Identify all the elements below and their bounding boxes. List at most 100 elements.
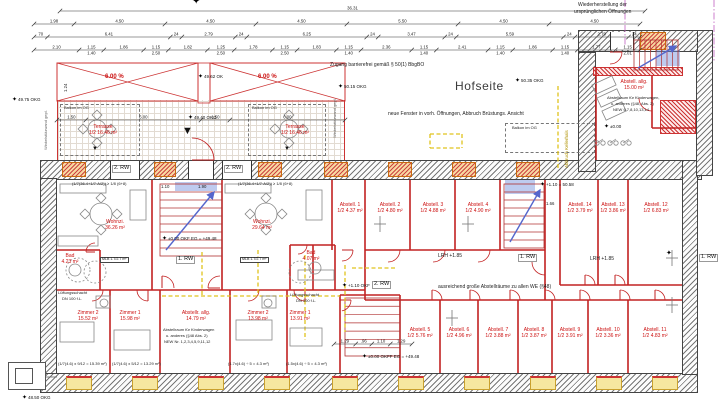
room-area: 1/2 4.96 m² <box>446 333 472 339</box>
svg-text:1.15: 1.15 <box>87 45 96 50</box>
svg-text:3.47: 3.47 <box>407 32 416 37</box>
svg-text:36.31: 36.31 <box>347 6 358 11</box>
svg-text:1.40: 1.40 <box>561 51 570 56</box>
room-area: 1/2 16.46 m² <box>280 130 310 136</box>
annotation-text: Winkelstützwand gepl. <box>332 98 337 138</box>
svg-text:1.82: 1.82 <box>184 45 193 50</box>
level-marker: ✦49.40 OKG <box>188 115 217 121</box>
annotation-text: 1. RW <box>699 254 719 262</box>
annotation-text: 1. RW <box>176 256 196 264</box>
annotation-text: ✦ <box>192 0 201 7</box>
wall-opening <box>188 161 214 179</box>
svg-text:1.15: 1.15 <box>420 45 429 50</box>
svg-text:2.50: 2.50 <box>217 51 226 56</box>
room-name: Zimmer 2 <box>77 310 99 316</box>
window-opening <box>154 162 176 177</box>
light-shaft-inner <box>15 368 33 384</box>
svg-text:2.50: 2.50 <box>281 51 290 56</box>
room-area: 1/2 3.86 m² <box>600 208 626 214</box>
level-value: 50.35 OKG <box>521 78 544 83</box>
svg-text:1.29: 1.29 <box>397 339 406 344</box>
room-label: Wohnzi.36.26 m² <box>105 219 125 231</box>
room-area: 15.52 m² <box>78 316 98 322</box>
svg-text:70: 70 <box>38 32 43 37</box>
level-marker-icon: ✦ <box>12 97 18 103</box>
level-marker: ✦49.75 OKG <box>12 97 41 103</box>
annotation-text: NEW Nr. 1,2,3,4,5,9,11,12 <box>164 339 211 344</box>
svg-text:1.15: 1.15 <box>152 45 161 50</box>
room-area: 4.23 m² <box>61 259 79 265</box>
site-label: Hofseite <box>455 79 504 93</box>
annotation-text: u. anderes (§48, Abs. 2) <box>611 101 654 106</box>
annotation-text: Balkon im OG <box>64 105 89 110</box>
room-area: 1/2 16.46 m² <box>88 130 118 136</box>
annotation-text: Winkelstützwand gepl. <box>43 110 48 150</box>
annotation-text: Lüftungsschacht <box>58 290 88 295</box>
window-opening <box>62 162 86 177</box>
svg-text:1.10: 1.10 <box>377 339 386 344</box>
svg-text:24: 24 <box>448 32 453 37</box>
room-name: Wohnzi. <box>106 219 124 225</box>
room-name: Abstell. 12 <box>644 202 668 208</box>
room-name: Abstell. 11 <box>643 327 667 333</box>
room-name: Abstell. 7 <box>487 327 509 333</box>
annotation-text: 1.90 <box>198 184 207 189</box>
annotation-text: NEW 6,7,8,10,13,14 <box>613 107 650 112</box>
wall-segment <box>682 160 698 375</box>
room-name: Abstell. 4 <box>467 202 489 208</box>
window-opening <box>324 162 348 177</box>
svg-text:1.83: 1.83 <box>313 45 322 50</box>
svg-text:1.40: 1.40 <box>496 51 505 56</box>
level-marker-icon: ✦ <box>162 236 168 242</box>
level-marker: ✦48.50 OKG <box>22 395 51 401</box>
annotation-text: neue Fenster in vorh. Öffnungen, Abbruch… <box>388 111 524 117</box>
svg-text:4.50: 4.50 <box>115 19 124 24</box>
level-value: 49.62 OK <box>204 74 224 79</box>
room-area: 13.98 m² <box>248 316 268 322</box>
annotation-text: 6.00 % <box>258 74 277 80</box>
room-name: Abstell. 8 <box>523 327 545 333</box>
svg-text:1.40: 1.40 <box>87 51 96 56</box>
window-opening <box>452 162 476 177</box>
level-value: ±0.00 <box>610 124 622 129</box>
annotation-text: 1. RW <box>518 254 538 262</box>
annotation-text: 2. RW <box>372 281 392 289</box>
annotation-text: MLB 1.7/2.7 m² <box>240 257 269 263</box>
svg-text:1.29: 1.29 <box>341 339 350 344</box>
level-marker: ✦+1.10 OKF <box>342 283 370 289</box>
room-name: Wohnzi. <box>253 219 271 225</box>
svg-text:24: 24 <box>567 32 572 37</box>
level-marker-icon: ✦ <box>338 84 344 90</box>
level-value: +1.10 = 50.58 <box>546 182 574 187</box>
wall-segment <box>696 30 713 176</box>
annotation-text: 1.24 <box>63 83 68 92</box>
level-marker-icon: ✦ <box>604 124 610 130</box>
level-value: ±0.00 OKFF EG = +49.48 <box>368 354 420 359</box>
room-area: 1/2 4.88 m² <box>420 208 446 214</box>
window-opening <box>332 376 358 390</box>
level-marker: ✦50.35 OKG <box>515 78 544 84</box>
svg-text:1.15: 1.15 <box>281 45 290 50</box>
svg-text:2.79: 2.79 <box>204 32 213 37</box>
new-construction-patch <box>505 180 535 194</box>
level-marker: ✦±0.00 OKFF EG = +49.48 <box>362 354 419 360</box>
window-opening <box>652 376 678 390</box>
annotation-text: 1.10 <box>161 184 170 189</box>
svg-text:5.50: 5.50 <box>398 19 407 24</box>
annotation-text: DN 100 f.L. <box>62 296 83 301</box>
annotation-text: Balkon im OG <box>512 125 537 130</box>
room-area: 1/2 4.90 m² <box>465 208 491 214</box>
level-value: 49.40 OKG <box>194 115 217 120</box>
annotation-text: ▼ <box>284 146 290 152</box>
room-area: 4.07 m² <box>302 256 320 262</box>
annotation-text: Abstellraum für Kinderwagen, <box>607 95 660 100</box>
